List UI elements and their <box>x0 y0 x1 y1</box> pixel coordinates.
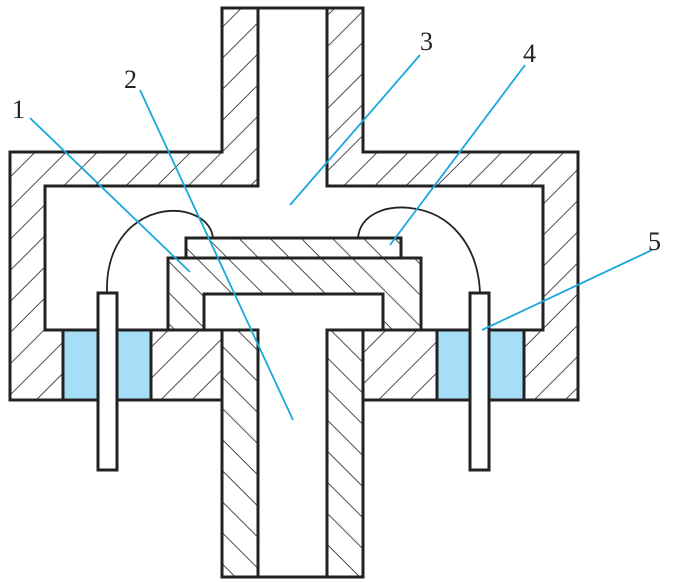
lead-wires <box>106 206 481 294</box>
label-1: 1 <box>12 95 25 124</box>
label-4: 4 <box>523 39 536 68</box>
leader-lines <box>29 54 653 421</box>
sensor-chip <box>166 236 423 333</box>
label-5: 5 <box>648 227 661 256</box>
pins <box>96 291 491 472</box>
label-2: 2 <box>124 65 137 94</box>
label-3: 3 <box>420 27 433 56</box>
